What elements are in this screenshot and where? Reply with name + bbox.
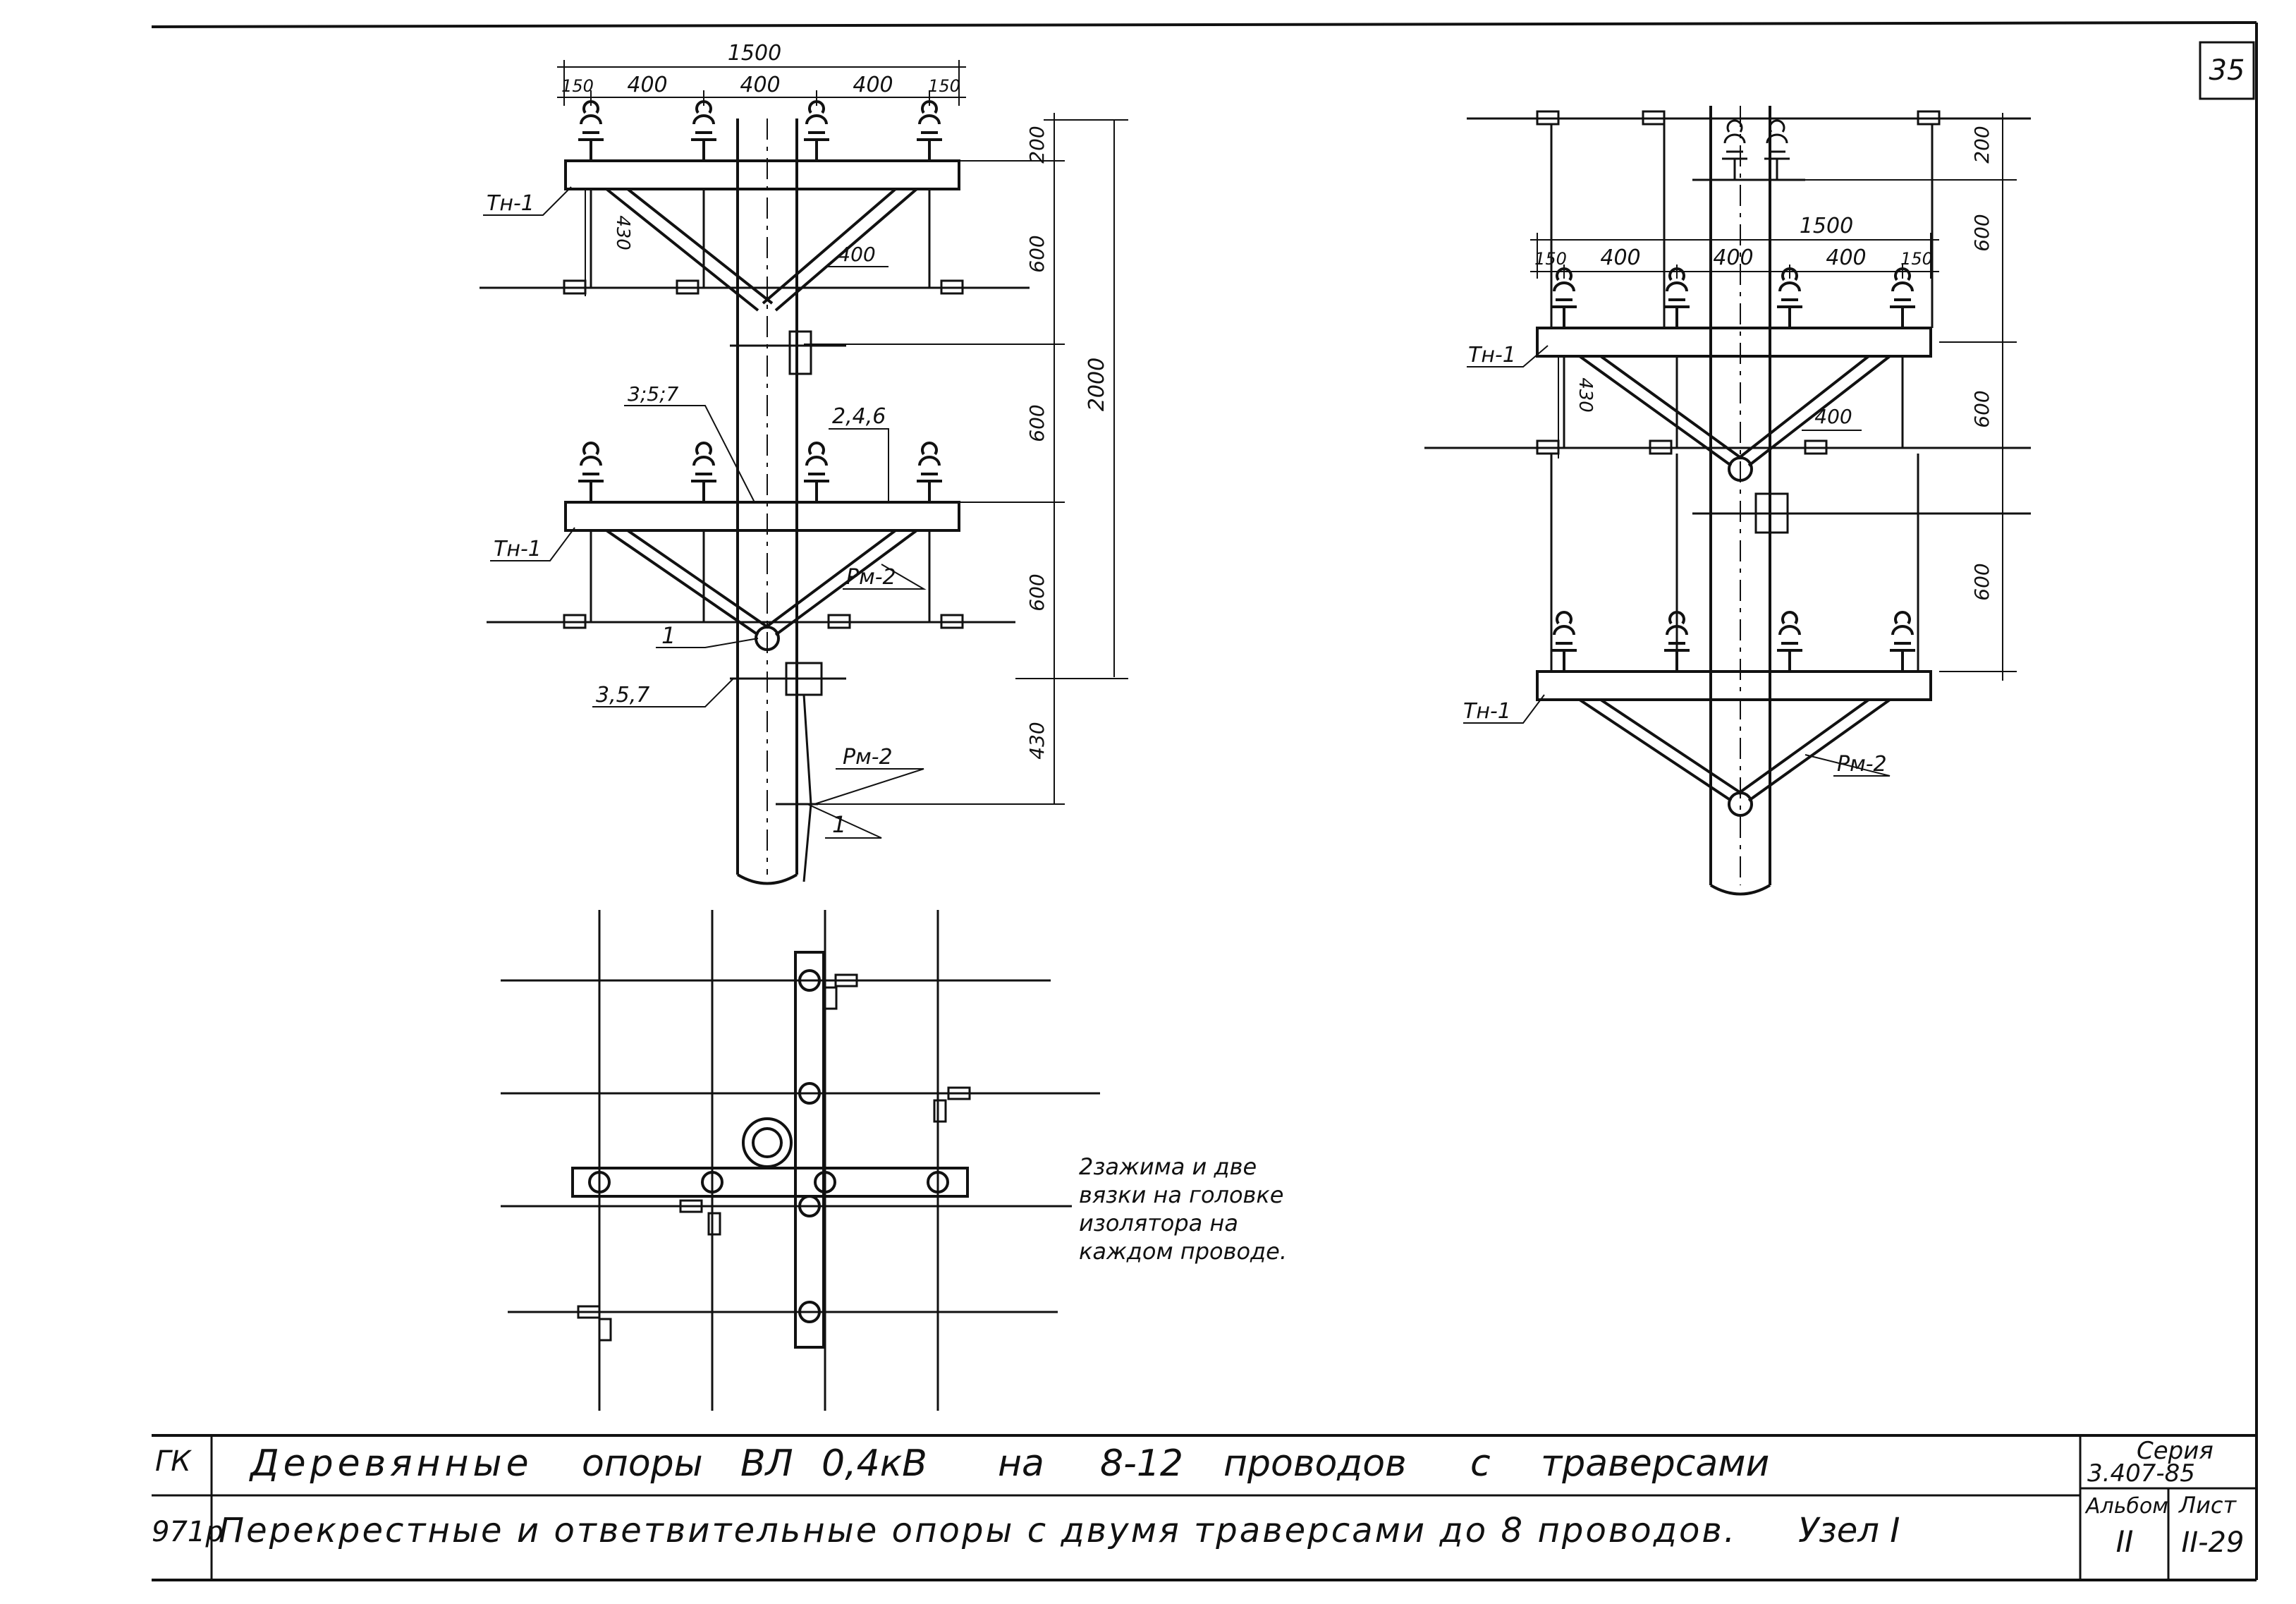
- left-leaders: [483, 186, 927, 839]
- left-label-1-a: 1: [661, 622, 676, 649]
- code-top: ГК: [155, 1445, 192, 1478]
- left-pole: [736, 119, 798, 885]
- left-top-crossarm: [564, 159, 960, 312]
- left-label-246: 2,4,6: [832, 404, 886, 429]
- plan-clamps: [577, 973, 971, 1342]
- left-label-rm2-a: Рм-2: [846, 565, 896, 590]
- title-node: Узел I: [1798, 1511, 1900, 1550]
- left-middle-crossarm: [564, 501, 960, 651]
- left-vdim-5: 430: [1025, 722, 1049, 759]
- left-dim-brace-h: 430: [612, 215, 633, 250]
- album-label: Альбом: [2084, 1494, 2168, 1519]
- left-vertical-dimension-chain: [776, 113, 1128, 805]
- right-elevation: 1500 150 400 400 400 150 200 600 600 600…: [1424, 106, 2031, 896]
- left-vdim-3: 600: [1025, 404, 1049, 442]
- svg-text:35: 35: [2209, 54, 2245, 87]
- title-word-7: проводов: [1223, 1442, 1407, 1485]
- left-top-insulators: [578, 100, 942, 161]
- code-bottom: 971р: [152, 1516, 224, 1548]
- right-label-tn1-a: Тн-1: [1468, 343, 1516, 367]
- plan-crossarms: [571, 951, 969, 1349]
- left-label-rm2-b: Рм-2: [843, 745, 893, 770]
- left-brace-dims: [585, 190, 889, 296]
- right-vdim-1: 200: [1970, 126, 1993, 163]
- right-dim-seg-1: 150: [1534, 249, 1567, 269]
- left-top-wires: [480, 189, 1030, 295]
- left-vdim-2: 600: [1025, 235, 1049, 272]
- left-label-357-a: 3;5;7: [628, 382, 678, 406]
- title-word-6: 8-12: [1100, 1442, 1183, 1485]
- right-vertical-dimension-chain: [1777, 113, 2017, 681]
- right-leaders: [1463, 345, 1891, 777]
- title-word-1: Деревянные: [249, 1442, 533, 1485]
- plan-view: 2зажима и две вязки на головке изолятора…: [501, 910, 1287, 1411]
- series-label: Серия: [2137, 1437, 2213, 1465]
- left-vdim-overall: 2000: [1085, 358, 1109, 411]
- right-pole: [1709, 106, 1771, 896]
- right-vdim-4: 600: [1970, 563, 1993, 600]
- right-dim-seg-3: 400: [1713, 245, 1753, 270]
- sheet-number-box: 35: [2199, 41, 2255, 100]
- left-middle-wires: [487, 530, 1015, 629]
- left-elevation: 1500 150 400 400 400 150 200 600 600 600…: [480, 41, 1128, 885]
- sheet-frame: [151, 21, 2258, 1581]
- left-label-tn1-mid: Тн-1: [494, 537, 542, 561]
- right-dim-seg-2: 400: [1600, 245, 1640, 270]
- right-dim-total: 1500: [1800, 214, 1853, 238]
- plan-note-line-3: изолятора на: [1079, 1210, 1238, 1237]
- right-dim-seg-4: 400: [1826, 245, 1866, 270]
- right-top-wires: [1467, 110, 2031, 328]
- right-label-rm2: Рм-2: [1837, 752, 1887, 777]
- right-upper-insulators: [1551, 267, 1915, 328]
- right-label-tn1-b: Тн-1: [1463, 699, 1511, 724]
- right-lower-crossarm: [1536, 670, 1932, 817]
- title-word-3: ВЛ: [740, 1442, 793, 1485]
- left-label-1-b: 1: [832, 811, 846, 838]
- left-top-dimension-chain: [557, 60, 966, 106]
- title-word-9: траверсами: [1541, 1442, 1769, 1485]
- left-dim-seg-4: 400: [853, 73, 893, 97]
- sheet-value: II-29: [2182, 1526, 2245, 1559]
- left-dim-seg-3: 400: [740, 73, 780, 97]
- right-dim-brace-h: 430: [1575, 377, 1596, 413]
- series-value: 3.407-85: [2087, 1459, 2195, 1488]
- left-label-357-b: 3,5,7: [596, 683, 649, 707]
- title-word-8: с: [1470, 1442, 1491, 1485]
- left-dim-seg-2: 400: [627, 73, 667, 97]
- plan-note-line-4: каждом проводе.: [1079, 1238, 1287, 1265]
- sheet-label: Лист: [2178, 1492, 2237, 1519]
- right-top-dimension-chain: [1530, 233, 1939, 279]
- left-vdim-4: 600: [1025, 573, 1049, 611]
- left-label-tn1-top: Тн-1: [487, 191, 535, 216]
- title-word-5: на: [998, 1442, 1044, 1485]
- title-word-2: опоры: [582, 1442, 703, 1485]
- left-middle-insulators: [578, 442, 942, 502]
- right-dim-seg-5: 150: [1900, 249, 1933, 269]
- right-middle-wires: [1424, 356, 2031, 672]
- left-dim-brace-w: 400: [838, 243, 875, 266]
- title-block: [152, 1435, 2257, 1580]
- left-dim-seg-1: 150: [561, 76, 594, 96]
- right-vdim-3: 600: [1970, 390, 1993, 427]
- right-lower-insulators: [1551, 611, 1915, 672]
- left-vdim-1: 200: [1025, 126, 1049, 163]
- left-dim-total: 1500: [728, 41, 781, 66]
- title-line-2: Перекрестные и ответвительные опоры с дв…: [219, 1511, 1735, 1550]
- right-dim-brace-w: 400: [1814, 405, 1852, 428]
- left-dim-seg-5: 150: [928, 76, 960, 96]
- album-value: II: [2116, 1524, 2134, 1559]
- plan-note-line-1: 2зажима и две: [1079, 1153, 1257, 1180]
- title-word-4: 0,4кВ: [822, 1442, 927, 1485]
- right-vdim-2: 600: [1970, 214, 1993, 251]
- plan-note-line-2: вязки на головке: [1079, 1181, 1283, 1208]
- right-brace-dims: [1558, 356, 1862, 458]
